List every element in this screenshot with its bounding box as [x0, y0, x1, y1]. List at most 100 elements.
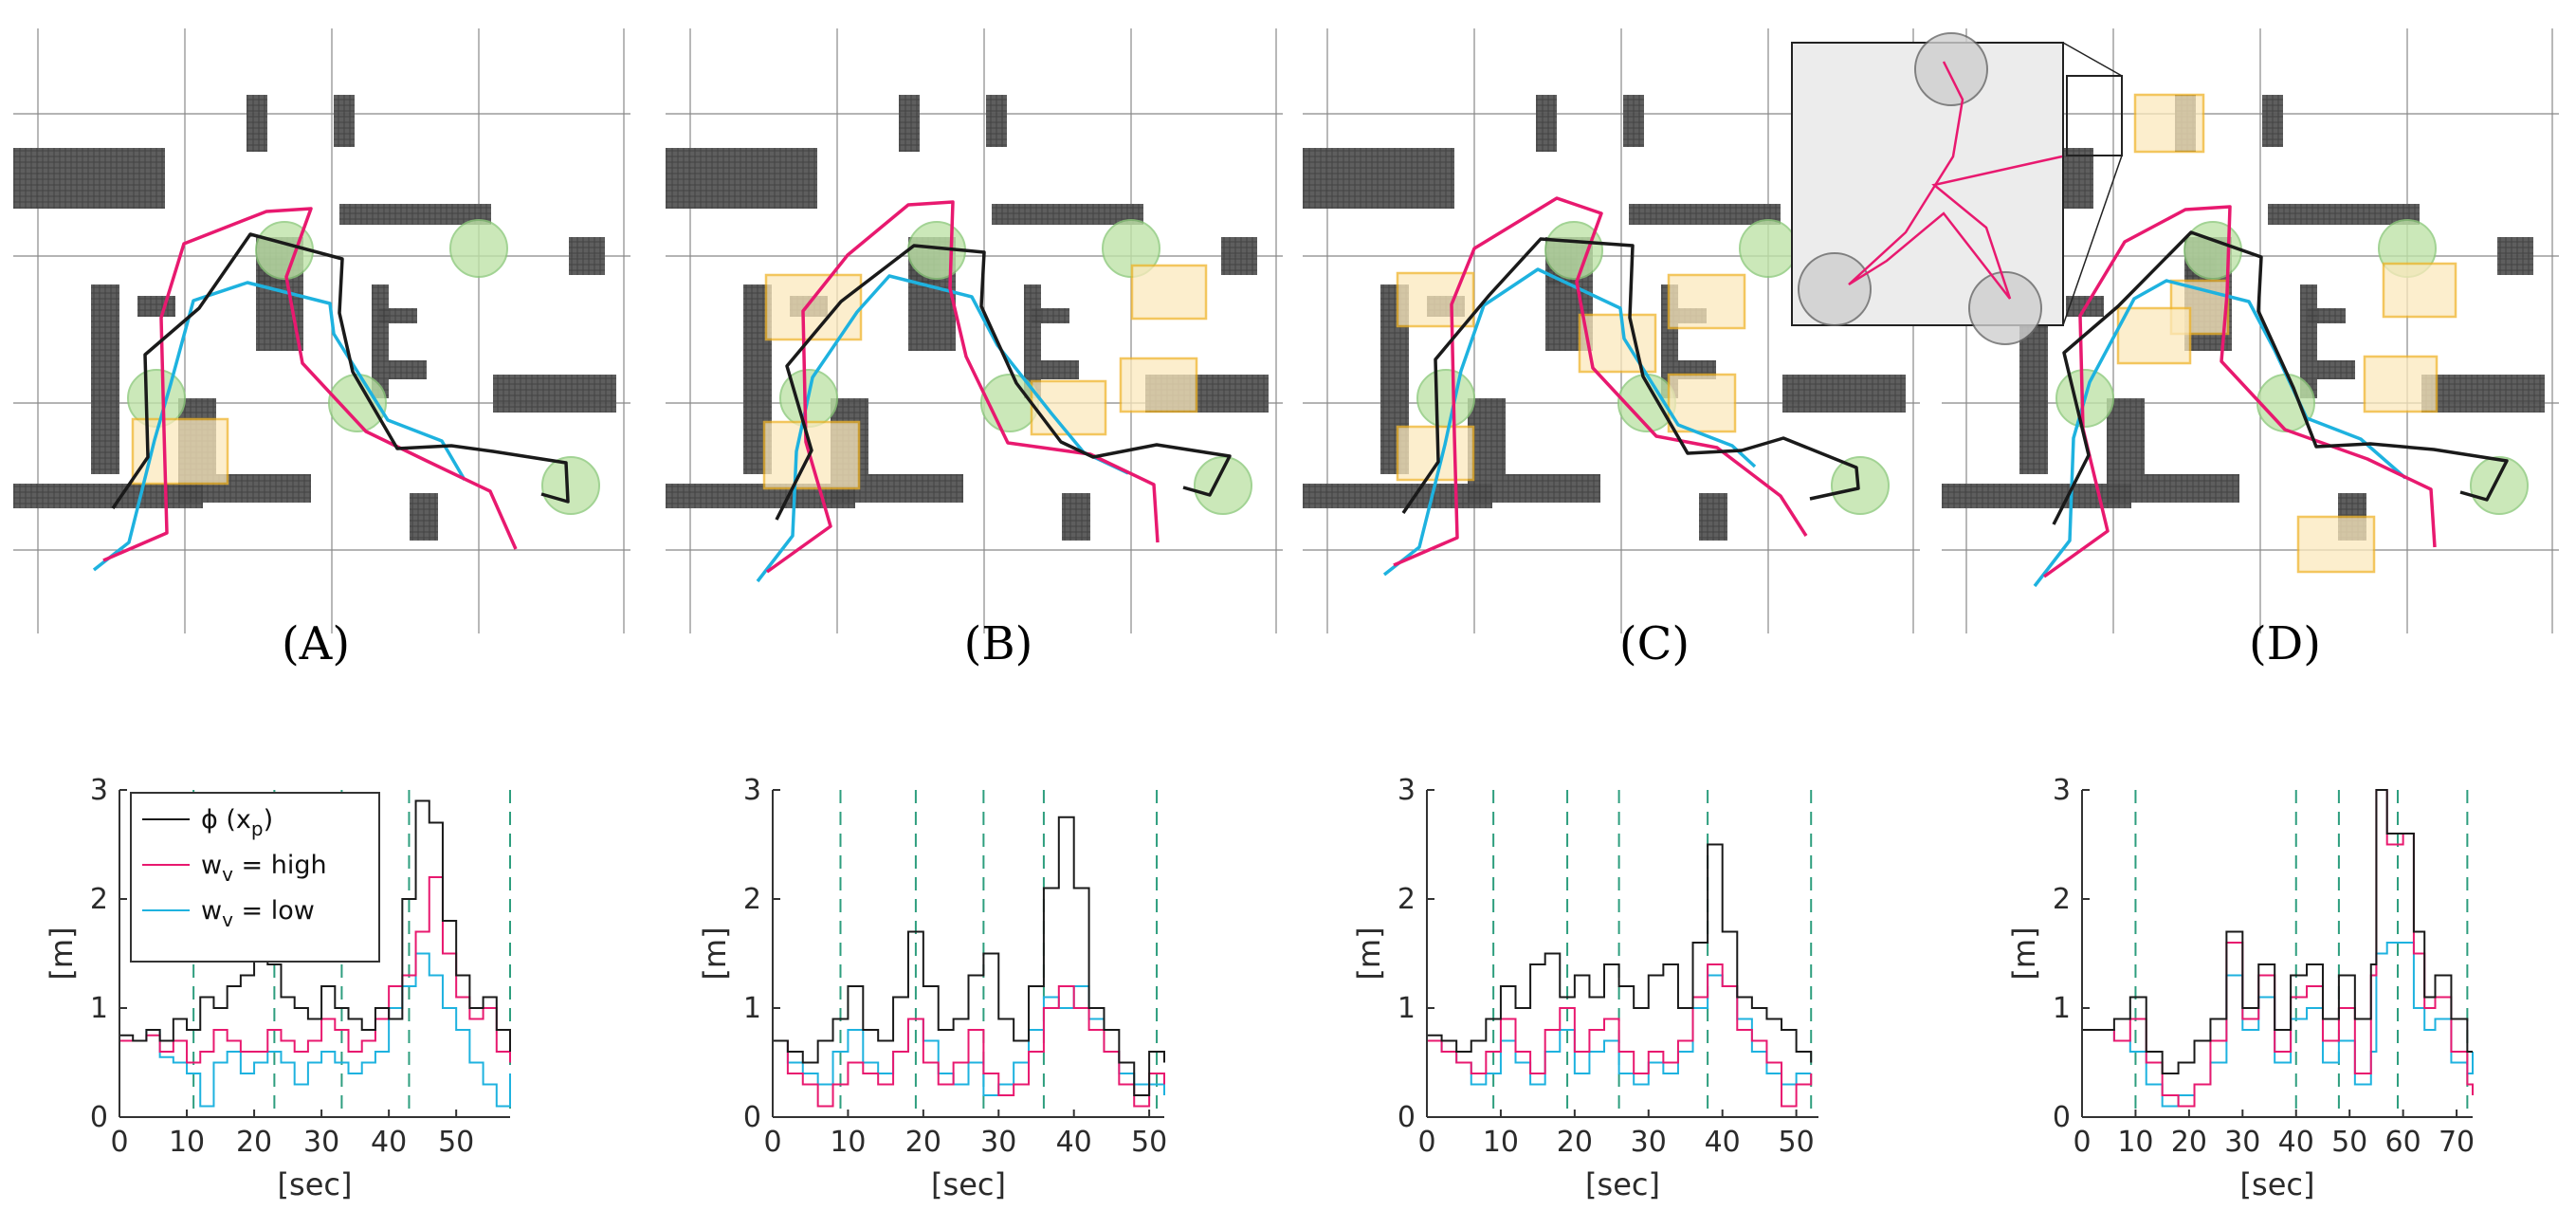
map-inset-connector — [2062, 42, 2123, 77]
chart-x-tick-label: 40 — [371, 1126, 407, 1159]
map-inset-goal — [1968, 271, 2042, 345]
chart-x-tick-label: 20 — [236, 1126, 272, 1159]
map-inset-connector — [2062, 155, 2123, 326]
map-highlight-box — [2296, 515, 2376, 574]
chart-x-tick-label: 10 — [2117, 1126, 2153, 1159]
chart-y-tick-label: 1 — [90, 992, 108, 1025]
map-goal-region — [1544, 221, 1603, 280]
map-obstacle — [2497, 237, 2533, 275]
map-highlight-box — [2382, 262, 2457, 319]
chart-x-tick-label: 20 — [2171, 1126, 2207, 1159]
chart-x-tick-label: 10 — [169, 1126, 205, 1159]
map-highlight-box — [1396, 425, 1475, 482]
map-inset — [1791, 32, 2064, 345]
chart-y-tick-label: 0 — [743, 1101, 761, 1134]
chart-y-tick-label: 2 — [1398, 883, 1416, 916]
map-obstacle — [2145, 474, 2239, 503]
chart-x-tick-label: 0 — [1417, 1126, 1435, 1159]
map-obstacle — [1629, 204, 1781, 225]
map-highlight-box — [1667, 373, 1737, 433]
map-obstacle — [1782, 375, 1906, 413]
map-obstacle — [986, 95, 1007, 147]
map-obstacle — [1303, 484, 1492, 508]
chart-y-axis-label: [m] — [1351, 926, 1387, 980]
map-panel-a — [13, 28, 630, 633]
chart-x-tick-label: 10 — [1483, 1126, 1519, 1159]
chart-x-tick-label: 60 — [2385, 1126, 2421, 1159]
chart-series-phi — [2082, 789, 2473, 1074]
chart-x-tick-label: 20 — [1557, 1126, 1593, 1159]
map-trajectory-high — [1393, 196, 1808, 567]
chart-legend: ϕ (xp) wv = high wv = low — [130, 792, 380, 963]
chart-x-tick-label: 40 — [1056, 1126, 1092, 1159]
map-trajectory-phi — [2052, 230, 2509, 525]
map-obstacle — [13, 148, 165, 209]
legend-label-high: wv = high — [201, 851, 327, 886]
map-goal-region — [2470, 456, 2529, 515]
map-goal-region — [1194, 456, 1252, 515]
map-obstacle — [1303, 148, 1454, 209]
map-obstacle — [137, 296, 175, 317]
chart-series-phi — [773, 816, 1165, 1096]
chart-x-tick-label: 50 — [1779, 1126, 1815, 1159]
chart-y-tick-label: 2 — [90, 883, 108, 916]
chart-y-tick-label: 3 — [90, 774, 108, 807]
map-obstacle — [2421, 375, 2545, 413]
map-inset-source — [2066, 75, 2123, 156]
map-obstacle — [2262, 95, 2283, 147]
map-highlight-box — [1130, 264, 1208, 321]
chart-x-tick-label: 50 — [2331, 1126, 2367, 1159]
chart-x-axis-label: [sec] — [2240, 1166, 2315, 1202]
chart-y-tick-label: 3 — [2053, 774, 2071, 807]
chart-x-tick-label: 0 — [2073, 1126, 2091, 1159]
chart-series-high — [1427, 963, 1813, 1108]
map-obstacle — [1062, 493, 1090, 541]
map-highlight-box — [2363, 355, 2439, 413]
chart-series-low — [1427, 974, 1812, 1086]
map-obstacle — [1041, 360, 1079, 379]
map-obstacle — [1536, 95, 1557, 152]
map-panel-c — [1303, 28, 1920, 633]
map-obstacle — [1506, 474, 1600, 503]
legend-label-phi: ϕ (xp) — [201, 805, 273, 840]
map-trajectory-phi — [1401, 237, 1860, 514]
map-trajectory-phi — [775, 244, 1232, 521]
chart-y-axis-label: [m] — [44, 926, 80, 980]
map-goal-region — [1739, 219, 1798, 278]
map-inset-goal — [1798, 252, 1872, 326]
map-obstacle — [1221, 237, 1257, 275]
chart-y-tick-label: 1 — [1398, 992, 1416, 1025]
map-inset-goal — [1914, 32, 1988, 106]
map-trajectory-phi — [111, 232, 570, 509]
chart-x-tick-label: 70 — [2439, 1126, 2475, 1159]
map-obstacle — [2107, 398, 2145, 503]
chart-x-tick-label: 50 — [438, 1126, 474, 1159]
chart-y-tick-label: 0 — [1398, 1101, 1416, 1134]
map-panel-b — [666, 28, 1283, 633]
map-trajectory-low — [92, 281, 466, 572]
map-highlight-box — [762, 420, 861, 490]
chart-x-tick-label: 0 — [763, 1126, 781, 1159]
chart-x-axis-label: [sec] — [931, 1166, 1006, 1202]
chart-x-tick-label: 30 — [1631, 1126, 1667, 1159]
map-obstacle — [1032, 308, 1069, 323]
map-highlight-box — [1030, 379, 1107, 436]
map-goal-region — [1831, 456, 1890, 515]
map-goal-region — [1416, 369, 1475, 428]
map-obstacle — [899, 95, 920, 152]
map-obstacle — [13, 484, 203, 508]
chart-y-tick-label: 0 — [2053, 1101, 2071, 1134]
panel-label-c: (C) — [1619, 617, 1690, 670]
map-obstacle — [91, 284, 119, 474]
map-obstacle — [410, 493, 438, 541]
map-highlight-box — [1119, 357, 1198, 413]
map-trajectory-low — [1382, 267, 1757, 577]
chart-series-phi — [1427, 843, 1813, 1063]
chart-x-axis-label: [sec] — [1585, 1166, 1660, 1202]
map-obstacle — [334, 95, 355, 147]
chart-series-low — [773, 985, 1165, 1096]
